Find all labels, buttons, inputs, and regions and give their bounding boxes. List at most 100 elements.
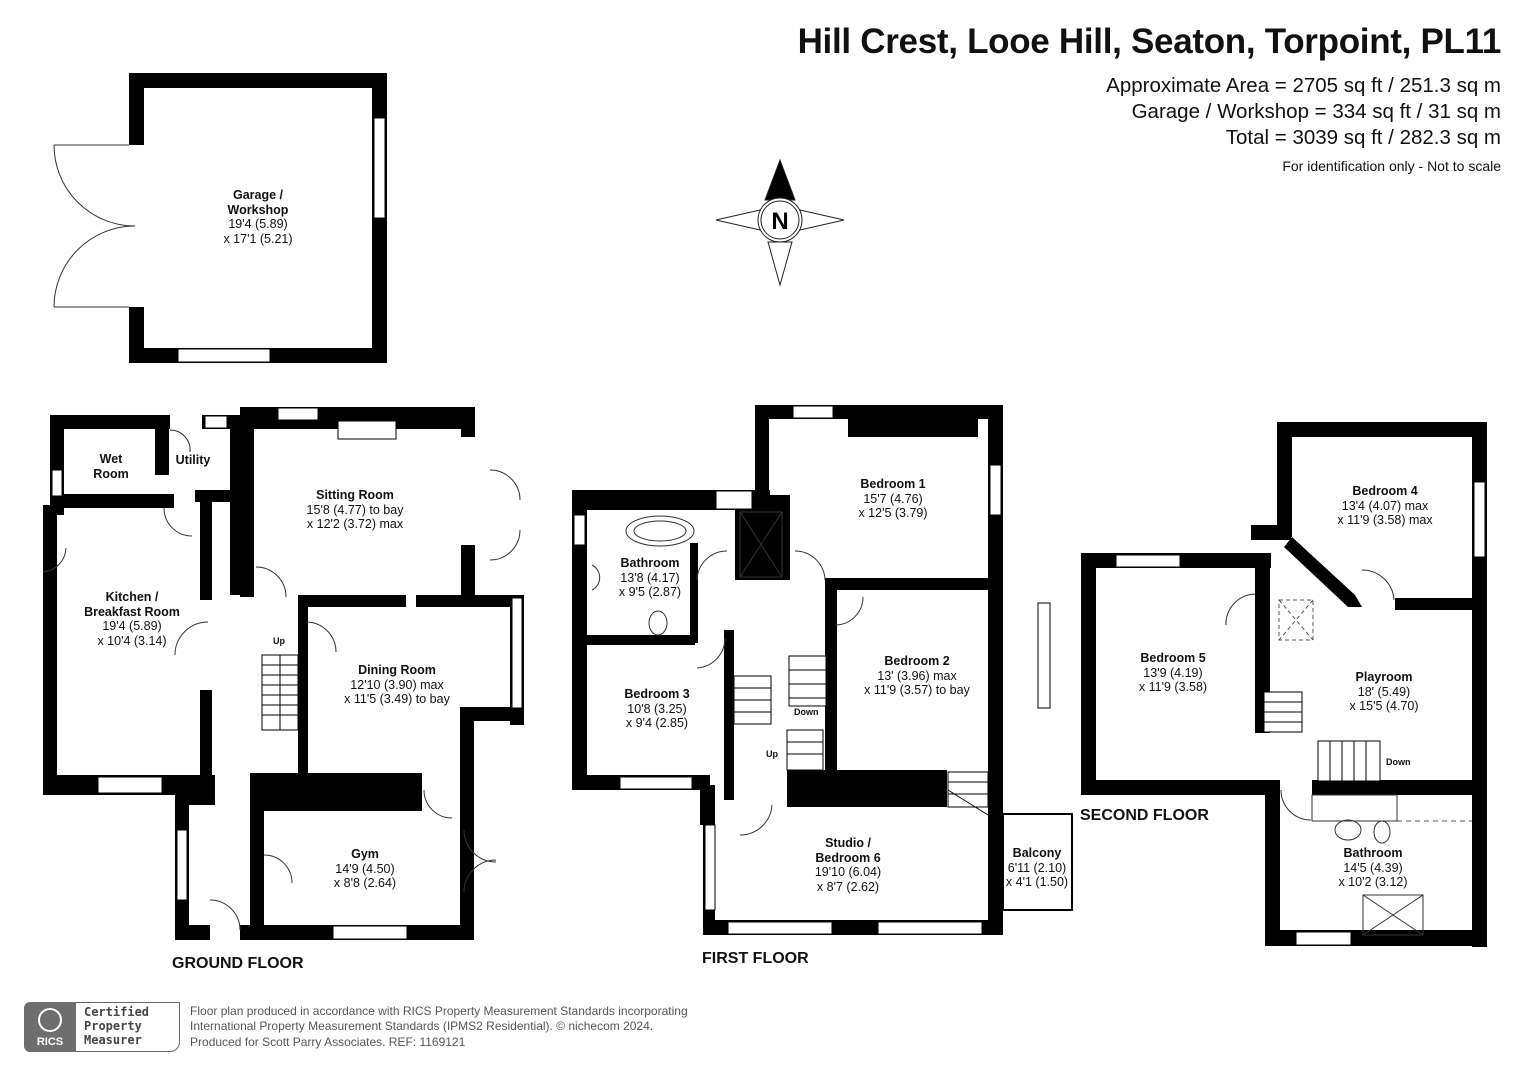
stairs-up-label: Up: [273, 636, 285, 646]
room-dimension: x 11'9 (3.57) to bay: [864, 683, 970, 697]
stairs-down-label: Down: [1386, 757, 1411, 767]
ground-floor-stairs: [261, 654, 299, 731]
room-name: Bathroom: [1343, 846, 1403, 860]
ground-floor-label: GROUND FLOOR: [172, 955, 304, 972]
room-dimension: x 10'4 (3.14): [97, 633, 167, 648]
first-floor-doors: [696, 550, 864, 836]
total-area: Total = 3039 sq ft / 282.3 sq m: [1225, 126, 1501, 149]
room-dimension: x 11'5 (3.49) to bay: [344, 692, 450, 706]
room-name: Sitting Room: [316, 488, 394, 502]
room-bathroom-second: Bathroom 14'5 (4.39) x 10'2 (3.12): [1338, 846, 1407, 890]
stairs-up-label: Up: [766, 749, 778, 759]
room-bedroom-1: Bedroom 1 15'7 (4.76) x 12'5 (3.79): [858, 477, 927, 521]
room-dimension: 14'5 (4.39): [1343, 860, 1403, 875]
footer-line: International Property Measurement Stand…: [190, 1019, 654, 1034]
room-dimension: x 12'5 (3.79): [858, 506, 928, 520]
second-floor-doors: [1225, 569, 1395, 821]
badge-line: Property: [84, 1019, 142, 1033]
room-name: Balcony: [1012, 846, 1062, 860]
room-dimension: x 11'9 (3.58) max: [1337, 513, 1433, 527]
stairs-down-label: Down: [794, 707, 819, 717]
room-dimension: 19'4 (5.89): [102, 619, 162, 633]
room-dimension: x 12'2 (3.72) max: [306, 517, 404, 531]
room-dimension: 12'10 (3.90) max: [350, 677, 444, 692]
rics-lion-icon: [38, 1008, 62, 1032]
room-name: Bedroom 2: [884, 654, 950, 668]
room-bathroom-first: Bathroom 13'8 (4.17) x 9'5 (2.87): [619, 556, 681, 600]
room-name: Breakfast Room: [84, 604, 180, 619]
second-floor-label: SECOND FLOOR: [1080, 807, 1209, 824]
room-name: Workshop: [227, 202, 289, 217]
rics-text: RICS: [36, 1036, 64, 1048]
room-name: Bedroom 5: [1140, 651, 1206, 665]
room-dimension: x 4'1 (1.50): [1005, 875, 1069, 889]
disclaimer: For identification only - Not to scale: [1282, 158, 1501, 174]
approximate-area: Approximate Area = 2705 sq ft / 251.3 sq…: [1106, 74, 1501, 97]
room-dimension: x 9'5 (2.87): [618, 585, 682, 599]
room-dimension: 13'8 (4.17): [620, 570, 680, 585]
room-name: Studio /: [825, 836, 871, 850]
room-name: Kitchen /: [105, 590, 159, 604]
room-name: Gym: [351, 847, 379, 861]
room-dimension: 15'7 (4.76): [863, 491, 923, 506]
room-name: Utility: [175, 453, 211, 467]
garage-double-door: [53, 144, 136, 308]
room-studio-bedroom-6: Studio / Bedroom 6 19'10 (6.04) x 8'7 (2…: [815, 836, 881, 894]
footer: RICS Certified Property Measurer Floor p…: [24, 1001, 688, 1053]
room-dimension: 19'10 (6.04): [814, 865, 882, 879]
badge-line: Certified: [84, 1005, 150, 1019]
garage-area: Garage / Workshop = 334 sq ft / 31 sq m: [1131, 100, 1501, 123]
room-bedroom-2: Bedroom 2 13' (3.96) max x 11'9 (3.57) t…: [864, 654, 970, 698]
second-floor-fixtures: [1278, 599, 1472, 936]
room-name: Bathroom: [620, 556, 680, 570]
room-name: Bedroom 1: [860, 477, 926, 491]
room-dimension: x 8'8 (2.64): [333, 876, 397, 890]
second-floor-windows: [1115, 481, 1486, 946]
room-dimension: x 10'2 (3.12): [1338, 875, 1408, 889]
rics-logo: RICS: [24, 1002, 76, 1052]
room-name: Wet: [99, 452, 123, 466]
room-gym: Gym 14'9 (4.50) x 8'8 (2.64): [334, 847, 396, 891]
room-dimension: x 8'7 (2.62): [816, 879, 880, 894]
room-sitting-room: Sitting Room 15'8 (4.77) to bay x 12'2 (…: [307, 488, 404, 532]
room-dining-room: Dining Room 12'10 (3.90) max x 11'5 (3.4…: [344, 663, 450, 707]
room-name: Bedroom 3: [624, 687, 690, 701]
room-dimension: x 9'4 (2.85): [625, 716, 689, 730]
room-dimension: 13'9 (4.19): [1143, 665, 1203, 680]
first-floor-stairs: [733, 655, 989, 816]
first-floor-fixtures: [591, 511, 783, 636]
room-dimension: 6'11 (2.10): [1007, 860, 1067, 875]
room-dimension: x 11'9 (3.58): [1138, 680, 1208, 694]
badge-line: Measurer: [84, 1033, 142, 1047]
compass-north-icon: N: [715, 158, 845, 287]
room-wet-room: Wet Room: [93, 452, 128, 481]
room-name: Playroom: [1355, 670, 1413, 684]
ground-floor-windows: [51, 407, 523, 940]
room-dimension: 18' (5.49): [1357, 684, 1411, 699]
room-name: Bedroom 4: [1352, 484, 1418, 498]
property-title: Hill Crest, Looe Hill, Seaton, Torpoint,…: [797, 22, 1502, 61]
footer-line: Floor plan produced in accordance with R…: [190, 1003, 688, 1018]
room-name: Bedroom 6: [815, 850, 881, 865]
room-dimension: 14'9 (4.50): [335, 861, 395, 876]
room-dimension: 13'4 (4.07) max: [1341, 498, 1429, 513]
room-utility: Utility: [176, 453, 211, 468]
room-name: Room: [93, 466, 129, 481]
second-floor-stairs: [1263, 691, 1381, 782]
room-dimension: 10'8 (3.25): [627, 701, 687, 716]
certified-property-measurer-badge: Certified Property Measurer: [76, 1002, 181, 1052]
footer-notes: Floor plan produced in accordance with R…: [190, 1004, 688, 1051]
room-bedroom-5: Bedroom 5 13'9 (4.19) x 11'9 (3.58): [1139, 651, 1207, 695]
ground-floor-doors: [42, 429, 521, 931]
footer-line: Produced for Scott Parry Associates. REF…: [190, 1034, 466, 1049]
room-balcony: Balcony 6'11 (2.10) x 4'1 (1.50): [1006, 846, 1068, 890]
garage-windows: [177, 117, 386, 363]
first-floor-windows: [573, 405, 1051, 935]
room-dimension: x 17'1 (5.21): [223, 231, 293, 246]
room-name: Garage /: [232, 188, 284, 202]
room-dimension: 13' (3.96) max: [877, 668, 957, 683]
room-dimension: x 15'5 (4.70): [1349, 699, 1419, 713]
room-dimension: 19'4 (5.89): [228, 217, 288, 231]
room-bedroom-4: Bedroom 4 13'4 (4.07) max x 11'9 (3.58) …: [1337, 484, 1432, 528]
